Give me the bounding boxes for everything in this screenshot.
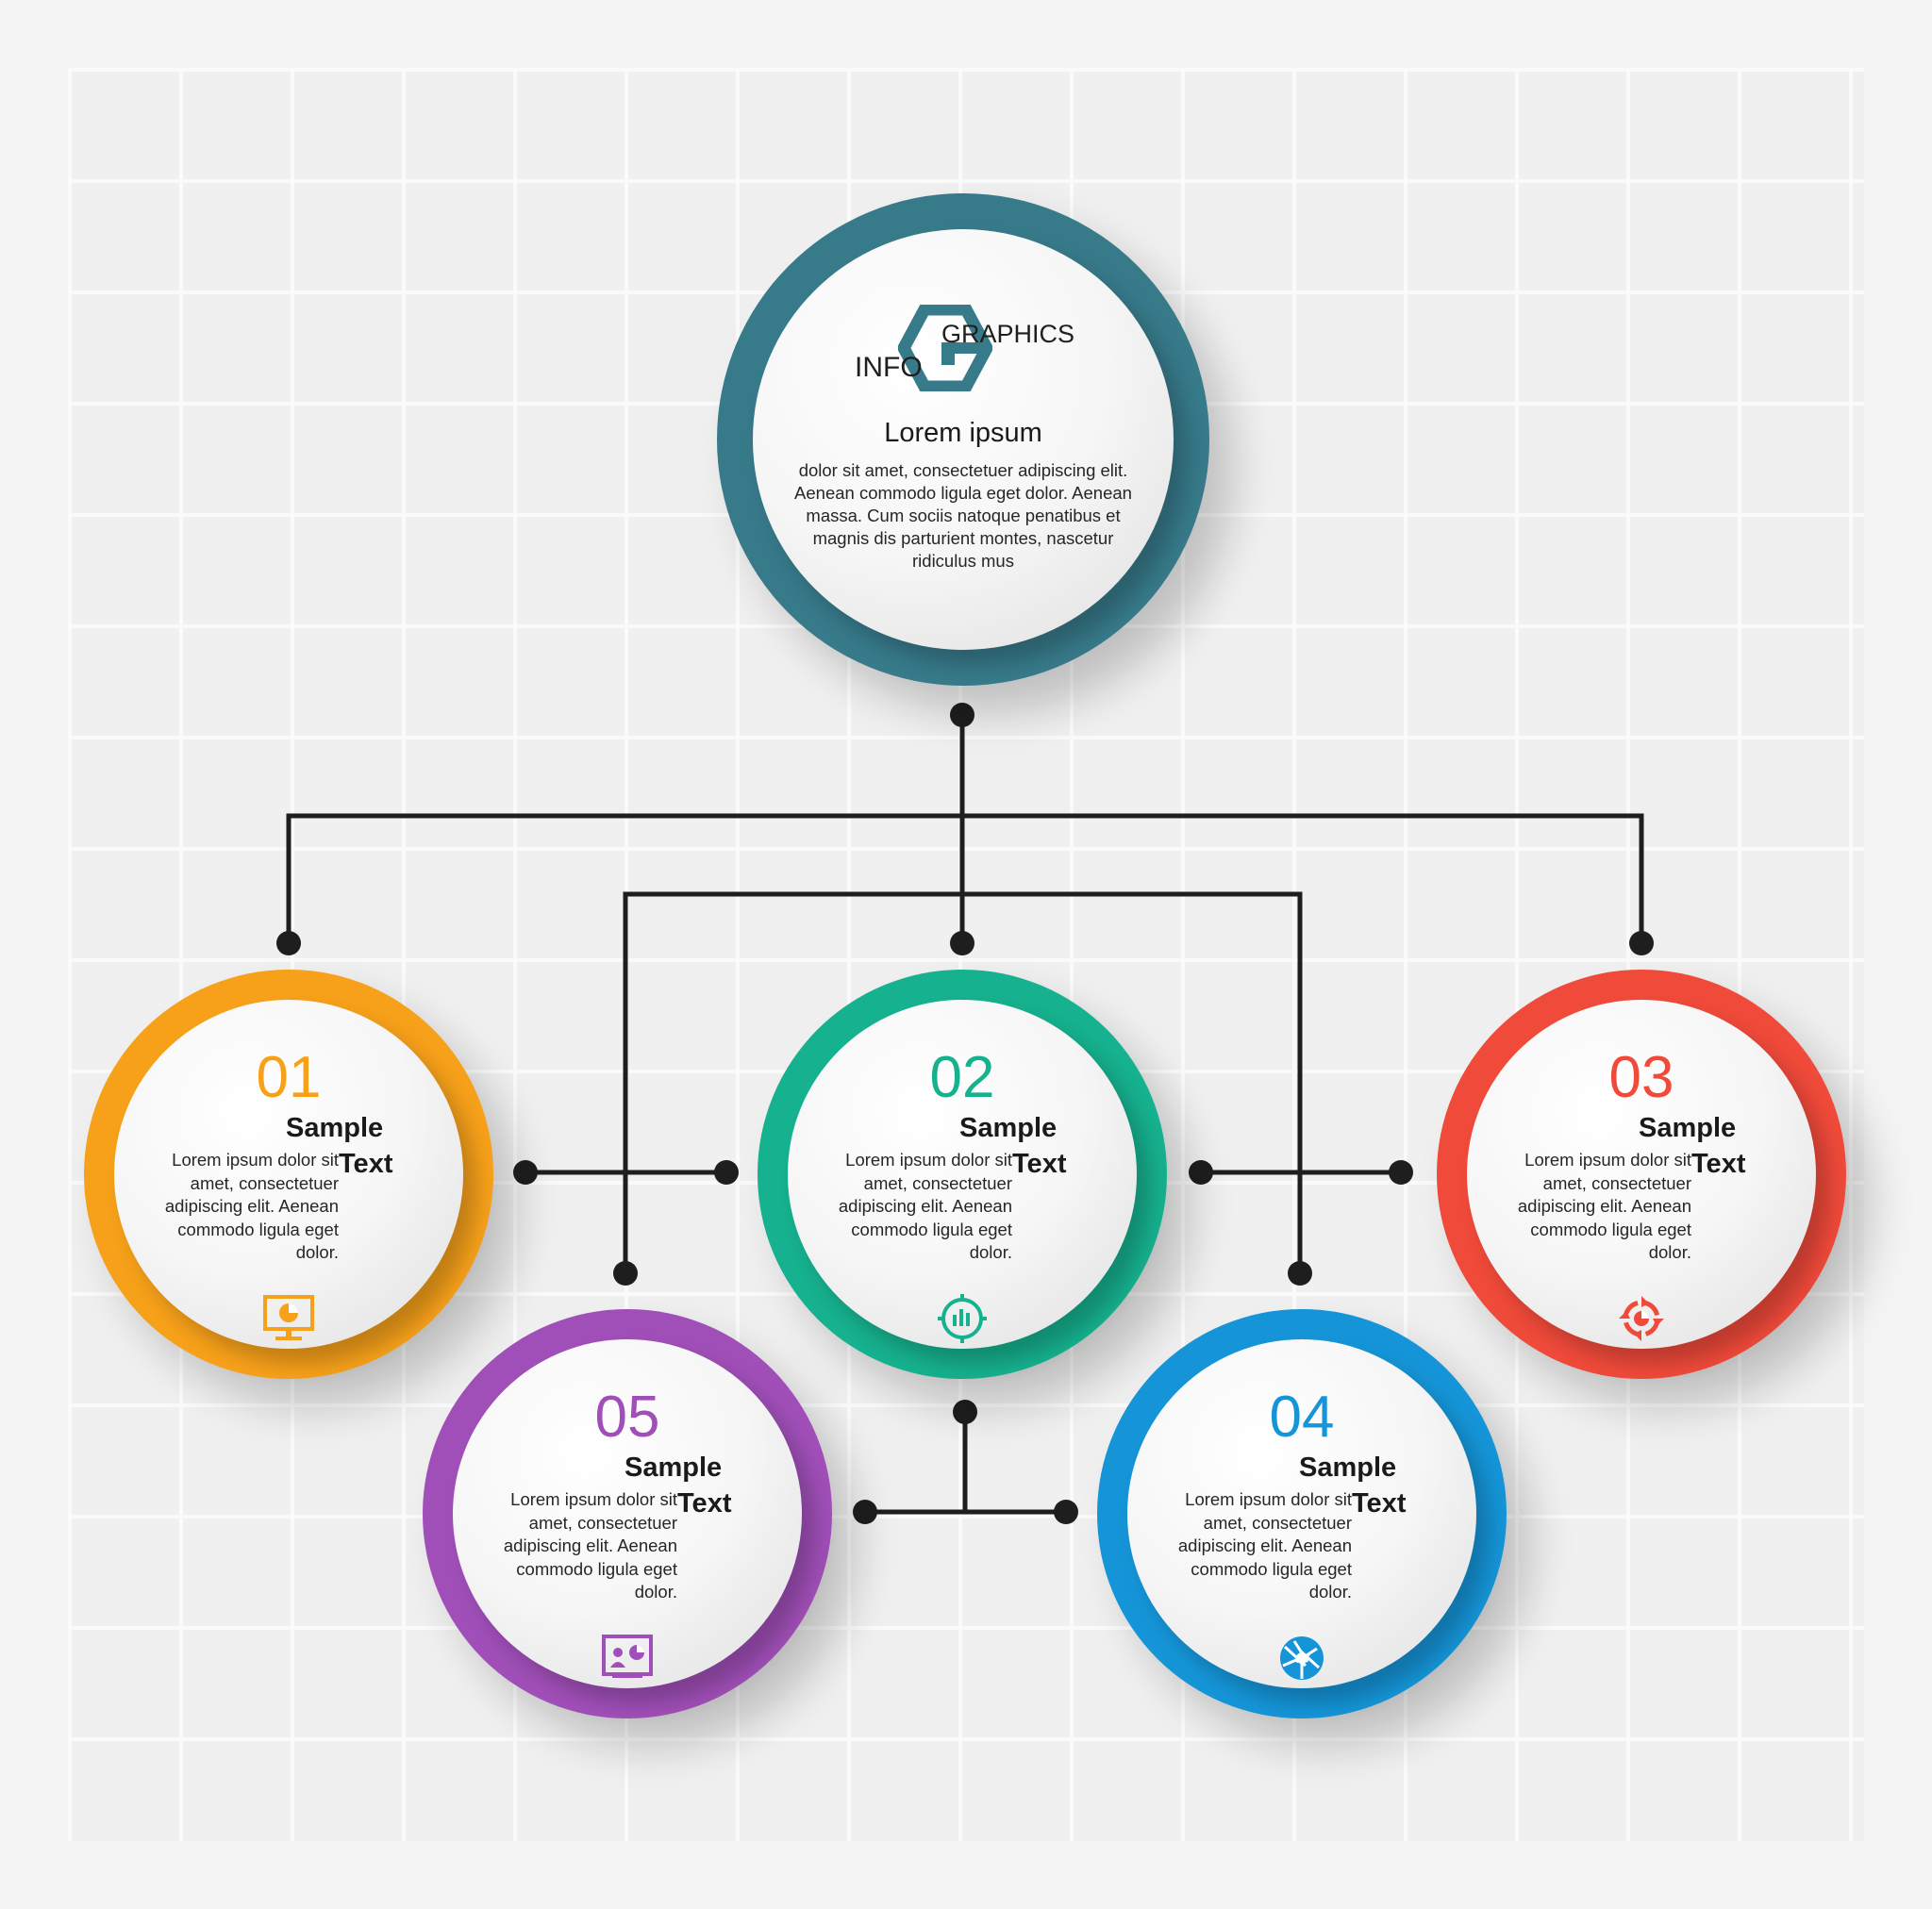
node-face: 04 Sample Text Lorem ipsum dolor sit ame… — [1127, 1339, 1476, 1688]
connector-dot — [1389, 1160, 1413, 1185]
node-face: 01 Sample Text Lorem ipsum dolor sit ame… — [114, 1000, 463, 1349]
node-title-line2: Text — [1352, 1488, 1407, 1519]
center-body: dolor sit amet, consectetuer adipiscing … — [794, 460, 1132, 571]
node-title-line1: Sample — [1299, 1452, 1397, 1483]
presentation-board-icon — [602, 1635, 653, 1678]
connector-dot — [853, 1500, 877, 1524]
connector-dot — [950, 703, 974, 727]
connector-dot — [1054, 1500, 1078, 1524]
node-02: 02 Sample Text Lorem ipsum dolor sit ame… — [758, 970, 1167, 1379]
node-title-line1: Sample — [1639, 1113, 1737, 1143]
connector-outer-branch — [286, 813, 1644, 943]
connector-dot — [953, 1400, 977, 1424]
node-number: 03 — [1608, 1045, 1674, 1110]
node-title-line1: Sample — [625, 1452, 723, 1483]
node-title-line2: Text — [1012, 1149, 1067, 1179]
infographics-logo: INFO GRAPHICS — [855, 305, 1081, 399]
node-title-line2: Text — [677, 1488, 732, 1519]
node-title-line1: Sample — [286, 1113, 384, 1143]
node-number: 02 — [929, 1045, 995, 1110]
aperture-icon — [1280, 1636, 1324, 1680]
node-05: 05 Sample Text Lorem ipsum dolor sit ame… — [423, 1309, 832, 1718]
target-chart-icon — [938, 1294, 987, 1343]
node-body: Lorem ipsum dolor sit amet, consectetuer… — [1177, 1489, 1352, 1602]
node-body: Lorem ipsum dolor sit amet, consectetuer… — [503, 1489, 677, 1602]
node-body: Lorem ipsum dolor sit amet, consectetuer… — [838, 1150, 1012, 1262]
node-title-line1: Sample — [959, 1113, 1058, 1143]
connector-dot — [513, 1160, 538, 1185]
connector-dot — [613, 1261, 638, 1286]
cycle-arrows-icon — [1619, 1296, 1664, 1341]
connector-dot — [950, 931, 974, 955]
connector-dot — [1189, 1160, 1213, 1185]
node-number: 04 — [1269, 1385, 1335, 1450]
connector-dot — [714, 1160, 739, 1185]
node-body: Lorem ipsum dolor sit amet, consectetuer… — [164, 1150, 339, 1262]
node-face: 05 Sample Text Lorem ipsum dolor sit ame… — [453, 1339, 802, 1688]
hexagon-g-icon — [898, 305, 992, 391]
connector-inner-branch — [623, 891, 1303, 1273]
connector-dot — [1288, 1261, 1312, 1286]
node-title-line2: Text — [1691, 1149, 1746, 1179]
node-01: 01 Sample Text Lorem ipsum dolor sit ame… — [84, 970, 493, 1379]
node-body: Lorem ipsum dolor sit amet, consectetuer… — [1517, 1150, 1691, 1262]
center-node-face: INFO GRAPHICS Lorem ipsum dolor sit amet… — [753, 229, 1174, 650]
node-face: 02 Sample Text Lorem ipsum dolor sit ame… — [788, 1000, 1137, 1349]
connector-dot — [1629, 931, 1654, 955]
logo-info-text: INFO — [855, 352, 923, 383]
node-title-line2: Text — [339, 1149, 393, 1179]
node-number: 01 — [256, 1045, 322, 1110]
logo-graphics-text: GRAPHICS — [941, 320, 1075, 348]
center-node: INFO GRAPHICS Lorem ipsum dolor sit amet… — [717, 193, 1209, 686]
monitor-chart-icon — [263, 1295, 314, 1340]
node-04: 04 Sample Text Lorem ipsum dolor sit ame… — [1097, 1309, 1507, 1718]
node-number: 05 — [594, 1385, 660, 1450]
node-face: 03 Sample Text Lorem ipsum dolor sit ame… — [1467, 1000, 1816, 1349]
connector-dot — [276, 931, 301, 955]
center-title: Lorem ipsum — [884, 418, 1042, 448]
node-03: 03 Sample Text Lorem ipsum dolor sit ame… — [1437, 970, 1846, 1379]
